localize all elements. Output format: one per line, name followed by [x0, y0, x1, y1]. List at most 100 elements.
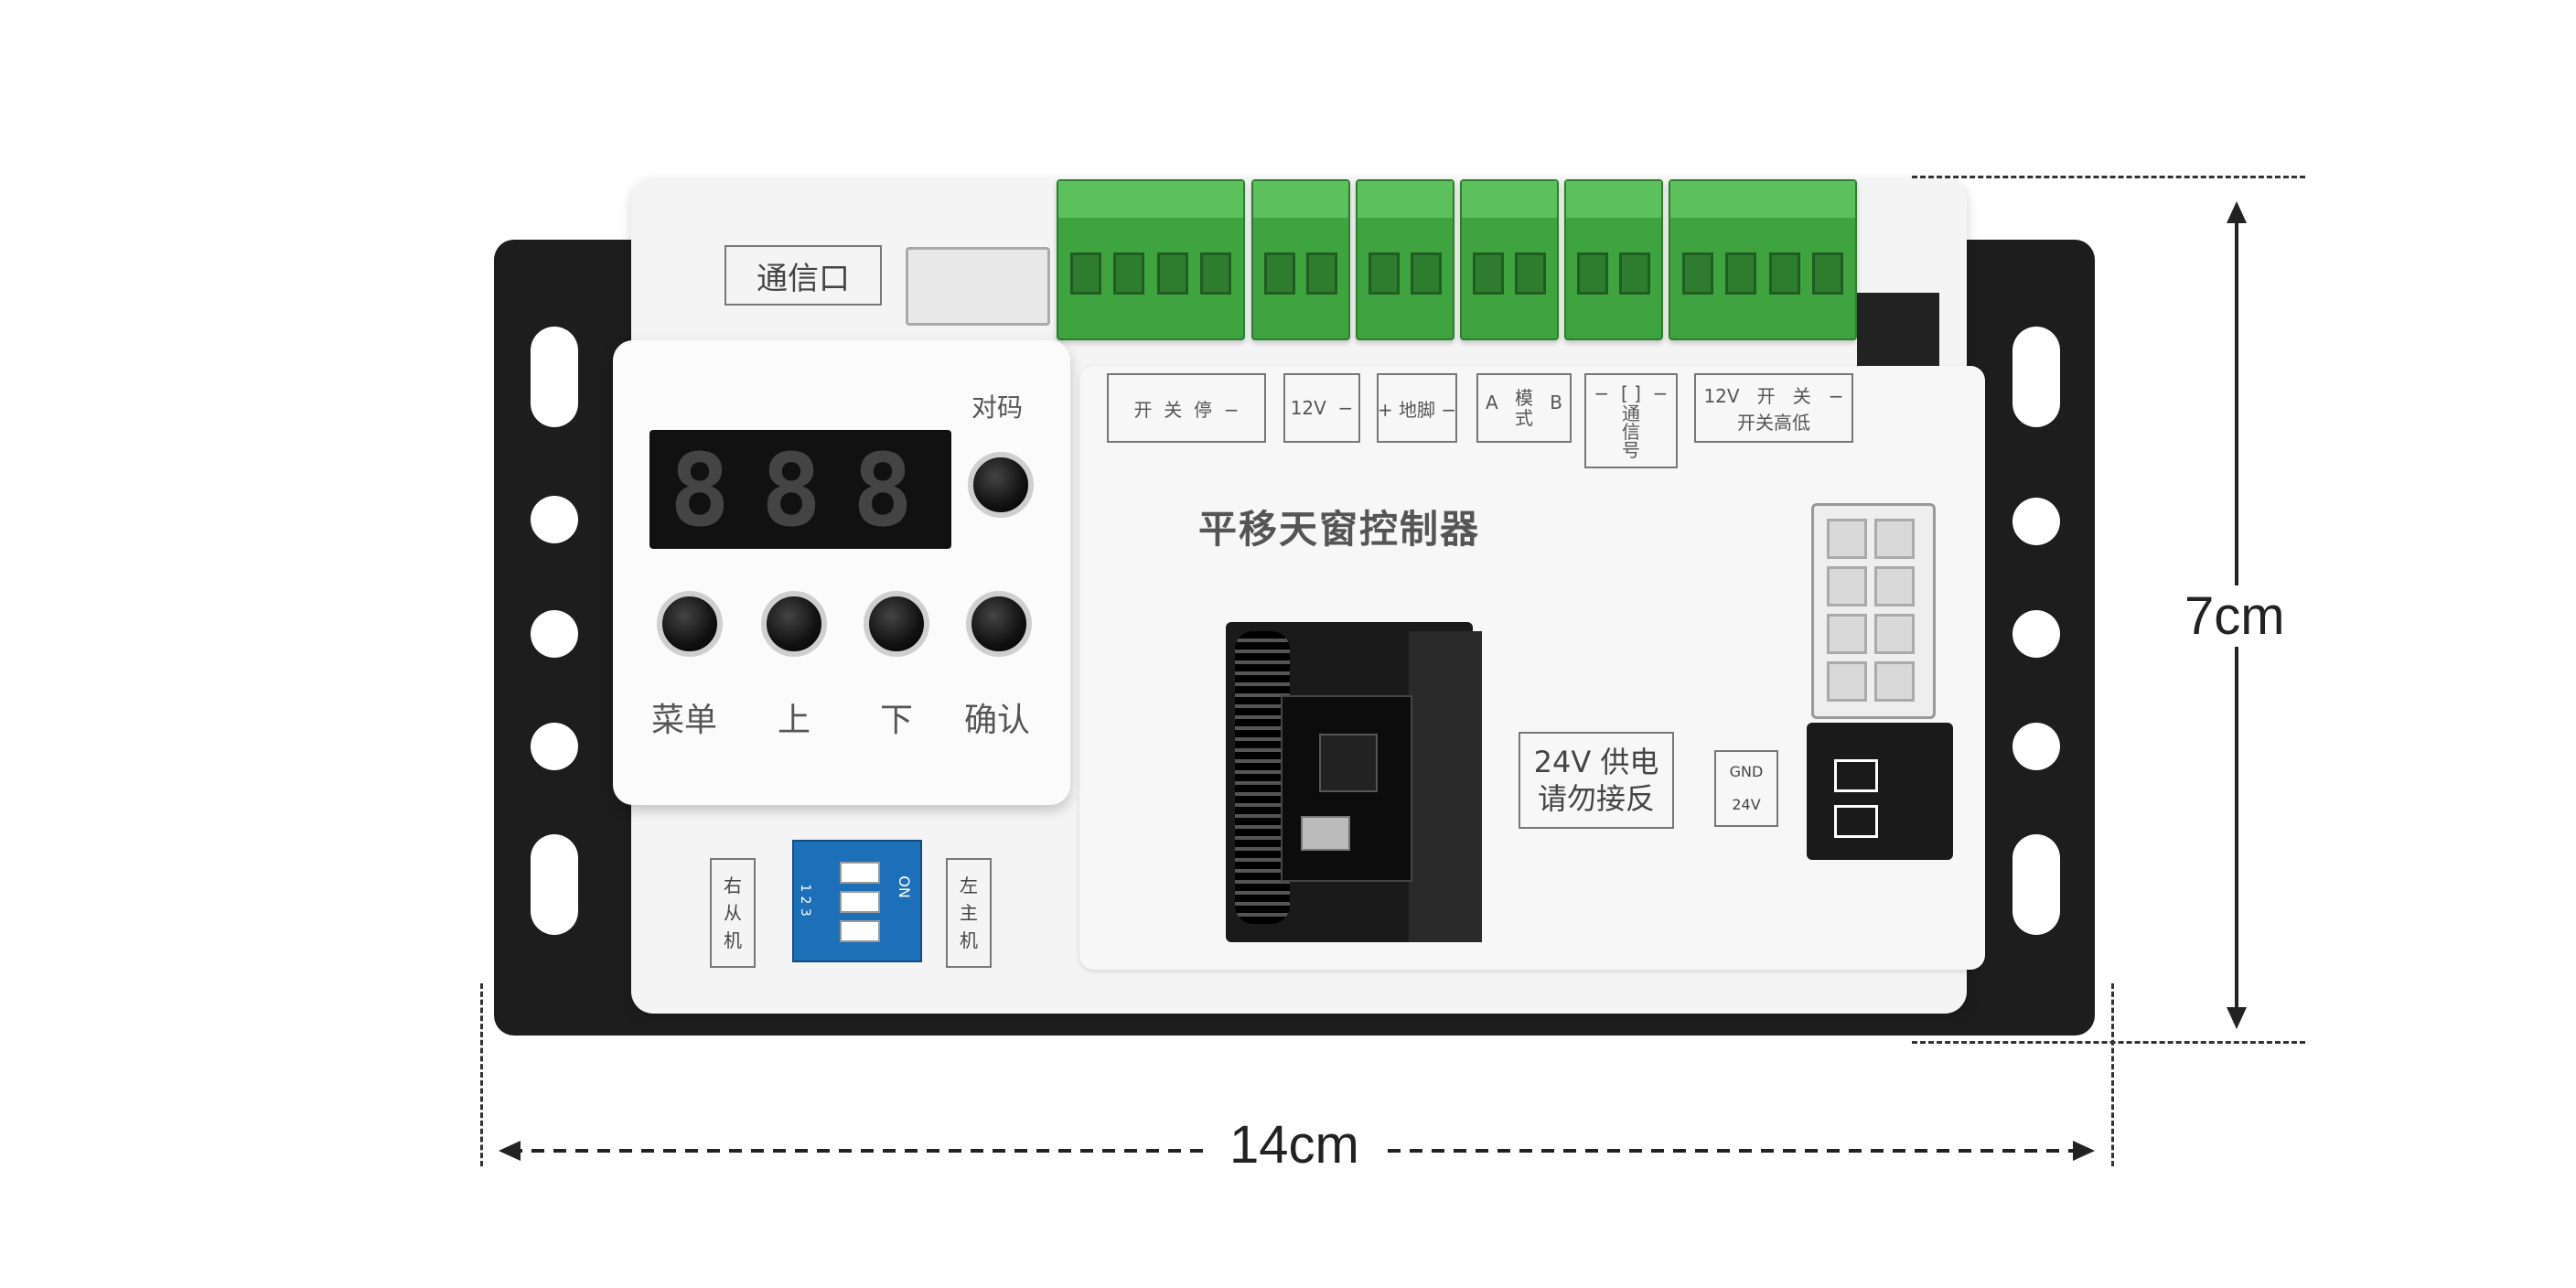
terminal-block-signal[interactable]	[1564, 179, 1663, 340]
dip-switch-lever[interactable]	[840, 920, 880, 942]
master-label-char: 机	[960, 929, 978, 951]
terminal-screw	[1411, 252, 1442, 295]
connector-pin	[1874, 614, 1915, 654]
terminal-screw	[1070, 252, 1102, 295]
display-digit: 8	[669, 432, 731, 549]
mounting-hole	[531, 610, 578, 658]
rf-receiver-board	[1281, 695, 1412, 882]
seven-segment-display: 8 8 8	[649, 430, 951, 549]
terminal-screw	[1515, 252, 1546, 295]
terminal-screw	[1264, 252, 1295, 295]
terminal-screw	[1306, 252, 1337, 295]
width-dimension-left-line	[480, 983, 483, 1166]
height-dimension-top-line	[1912, 176, 2305, 178]
down-button[interactable]	[864, 591, 929, 657]
connector-pin	[1827, 519, 1867, 559]
mounting-hole	[2012, 610, 2060, 658]
pair-code-button[interactable]	[968, 452, 1034, 518]
dip-switch-lever[interactable]	[840, 891, 880, 913]
terminal-label-signal-text: 通 信 号	[1622, 402, 1640, 461]
pair-code-label: 对码	[971, 392, 1024, 423]
mounting-hole	[2012, 723, 2060, 770]
width-dimension-label: 14cm	[1206, 1114, 1383, 1175]
master-label-char: 主	[960, 902, 978, 924]
dip-switch[interactable]: ON 1 2 3	[792, 840, 922, 962]
terminal-label-signal-top: − [ ] −	[1594, 382, 1669, 404]
power-warning-line: 请勿接反	[1537, 781, 1655, 816]
terminal-label-mode-a: A	[1486, 392, 1498, 413]
terminal-block-ground[interactable]	[1356, 179, 1454, 340]
master-label-char: 左	[960, 875, 978, 896]
connector-pin	[1827, 566, 1867, 606]
multi-pin-connector[interactable]	[1811, 503, 1936, 719]
mounting-slot	[2012, 327, 2060, 427]
terminal-label-signal: − [ ] − 通 信 号	[1584, 373, 1678, 468]
width-dimension-right-line	[2111, 983, 2114, 1166]
slave-label-char: 右	[724, 875, 742, 896]
power-terminal-label: GND 24V	[1714, 750, 1778, 827]
connector-pin	[1827, 614, 1867, 654]
terminal-label-12v: 12V −	[1283, 373, 1360, 443]
terminal-block-switch[interactable]	[1669, 179, 1857, 340]
mounting-slot	[531, 327, 578, 427]
dip-on-label: ON	[895, 875, 913, 898]
slave-label-char: 从	[724, 902, 742, 924]
width-dimension-arrow	[499, 1141, 2095, 1161]
down-button-label: 下	[880, 702, 914, 739]
power-warning-line: 24V 供电	[1533, 745, 1659, 779]
terminal-block-mode[interactable]	[1460, 179, 1559, 340]
terminal-label-mode-text: 模 式	[1515, 387, 1533, 429]
connector-pin	[1874, 519, 1915, 559]
connector-pin	[1827, 661, 1867, 702]
power-pin	[1834, 759, 1878, 792]
terminal-screw	[1682, 252, 1714, 295]
terminal-screw	[1725, 252, 1757, 295]
v24-label: 24V	[1732, 796, 1761, 813]
confirm-button[interactable]	[966, 591, 1032, 657]
display-digit: 8	[760, 432, 822, 549]
terminal-label-mode: A 模 式 B	[1476, 373, 1572, 443]
terminal-block-open-close-stop[interactable]	[1057, 179, 1245, 340]
terminal-block-12v[interactable]	[1251, 179, 1350, 340]
up-button-label: 上	[778, 702, 811, 739]
confirm-button-label: 确认	[964, 702, 1031, 739]
menu-button-label: 菜单	[651, 702, 718, 739]
pcb-edge	[1857, 293, 1939, 366]
connector-pin	[1874, 661, 1915, 702]
mounting-hole	[531, 496, 578, 543]
up-button[interactable]	[761, 591, 827, 657]
terminal-screw	[1368, 252, 1400, 295]
terminal-screw	[1619, 252, 1650, 295]
terminal-screw	[1199, 252, 1231, 295]
terminal-screw	[1577, 252, 1608, 295]
master-label: 左 主 机	[946, 858, 992, 968]
terminal-screw	[1811, 252, 1843, 295]
rf-chip	[1319, 734, 1378, 792]
comm-port-label: 通信口	[724, 245, 882, 306]
terminal-screw	[1156, 252, 1188, 295]
terminal-label-open-close-stop: 开 关 停 −	[1107, 373, 1266, 443]
dip-number-label: 1 2 3	[797, 884, 812, 917]
display-digit: 8	[852, 432, 914, 549]
connector-pin	[1874, 566, 1915, 606]
dip-switch-lever[interactable]	[840, 862, 880, 884]
terminal-screw	[1768, 252, 1800, 295]
power-warning-label: 24V 供电 请勿接反	[1519, 732, 1674, 829]
power-pin	[1834, 805, 1878, 838]
mounting-slot	[531, 834, 578, 935]
terminal-screw	[1113, 252, 1145, 295]
gnd-label: GND	[1729, 763, 1764, 780]
mounting-hole	[2012, 498, 2060, 545]
terminal-screw	[1473, 252, 1504, 295]
terminal-label-switch: 12V 开 关 − 开关高低	[1694, 373, 1853, 443]
terminal-label-ground: + 地脚 −	[1377, 373, 1457, 443]
terminal-label-mode-b: B	[1550, 392, 1562, 413]
mounting-slot	[2012, 834, 2060, 935]
menu-button[interactable]	[657, 591, 723, 657]
terminal-label-switch-bottom: 开关高低	[1737, 412, 1810, 434]
control-panel	[613, 340, 1070, 805]
height-dimension-bottom-line	[1912, 1041, 2305, 1044]
product-title: 平移天窗控制器	[1198, 507, 1481, 552]
power-connector[interactable]	[1807, 723, 1953, 860]
comm-port-connector[interactable]	[906, 247, 1050, 326]
